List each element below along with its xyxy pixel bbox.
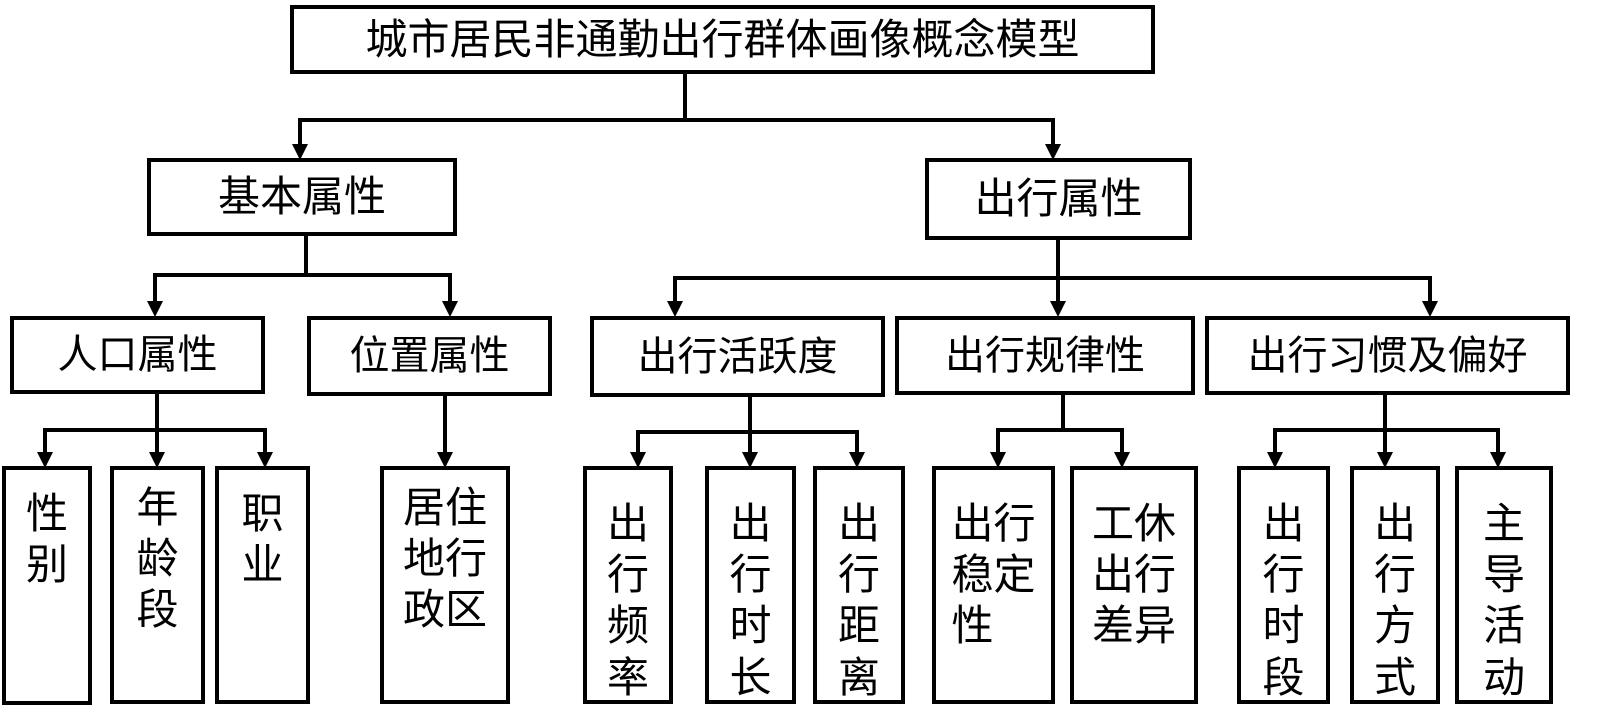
- node-location-attributes: 位置属性: [307, 316, 552, 396]
- leaf-travel-duration: 出 行 时 长: [705, 466, 796, 704]
- connector-travel: [675, 238, 1430, 280]
- connector-population: [45, 392, 265, 432]
- leaf-travel-mode: 出 行 方 式: [1350, 466, 1440, 704]
- node-population-attributes: 人口属性: [10, 316, 265, 394]
- leaf-age-group: 年 龄 段: [110, 466, 205, 704]
- leaf-travel-time-period: 出 行 时 段: [1237, 466, 1330, 704]
- leaf-workday-holiday-difference: 工休 出行 差异: [1070, 466, 1198, 704]
- node-travel-regularity: 出行规律性: [895, 316, 1195, 395]
- leaf-residence-district: 居住 地行 政区: [380, 466, 510, 704]
- node-travel-activity: 出行活跃度: [590, 316, 885, 397]
- node-travel-habits: 出行习惯及偏好: [1205, 316, 1570, 395]
- root-title: 城市居民非通勤出行群体画像概念模型: [290, 5, 1155, 74]
- node-travel-attributes: 出行属性: [925, 158, 1192, 240]
- connector-root: [300, 72, 1053, 122]
- node-basic-attributes: 基本属性: [147, 158, 457, 236]
- leaf-travel-distance: 出 行 距 离: [813, 466, 905, 704]
- leaf-travel-frequency: 出 行 频 率: [583, 466, 673, 704]
- connector-basic: [155, 234, 450, 277]
- connector-activity: [638, 395, 857, 434]
- connector-habit: [1275, 393, 1498, 432]
- leaf-travel-stability: 出行 稳定 性: [932, 466, 1055, 704]
- leaf-gender: 性 别: [2, 466, 92, 705]
- connector-regularity: [998, 393, 1122, 432]
- leaf-occupation: 职 业: [215, 466, 310, 704]
- leaf-main-activity: 主 导 活 动: [1455, 466, 1553, 704]
